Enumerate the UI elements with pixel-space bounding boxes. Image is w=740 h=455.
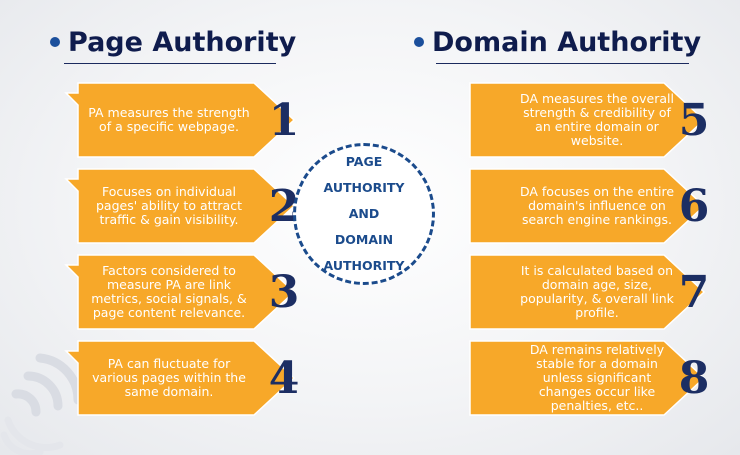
left-arrow-card-shape (64, 340, 296, 416)
center-circle: PAGE AUTHORITY AND DOMAIN AUTHORITY (293, 143, 435, 285)
da-card-text: DA remains relatively stable for a domai… (529, 342, 665, 413)
da-card-5: DA measures the overall strength & credi… (468, 81, 716, 159)
da-card-text: DA measures the overall strength & credi… (520, 91, 674, 148)
pa-card-4: PA can fluctuate for various pages withi… (48, 339, 299, 417)
bullet-dot-icon (414, 37, 424, 47)
center-title-line: AND (348, 206, 380, 221)
right-arrow-card-shape (469, 340, 706, 416)
page-authority-heading: Page Authority (50, 22, 296, 62)
da-card-7: It is calculated based on domain age, si… (468, 253, 716, 331)
pa-card-1: PA measures the strength of a specific w… (48, 81, 299, 159)
pa-card-2: Focuses on individual pages' ability to … (48, 167, 299, 245)
left-arrow-card-shape (64, 82, 296, 158)
da-card-text: It is calculated based on domain age, si… (520, 263, 674, 320)
center-title-line: AUTHORITY (323, 180, 405, 195)
page-authority-heading-text: Page Authority (68, 26, 297, 58)
left-heading-underline (64, 63, 276, 64)
center-title-line: PAGE (345, 154, 383, 169)
da-card-number: 6 (678, 181, 710, 232)
da-card-number: 7 (678, 267, 710, 318)
center-title-line: AUTHORITY (323, 258, 405, 273)
bullet-dot-icon (50, 37, 60, 47)
da-card-number: 8 (678, 353, 710, 404)
da-card-number: 5 (678, 95, 710, 146)
domain-authority-heading-text: Domain Authority (432, 26, 702, 58)
right-arrow-card-shape (469, 254, 706, 330)
pa-card-number: 4 (268, 353, 300, 404)
pa-card-text: Factors considered to measure PA are lin… (91, 263, 247, 320)
left-arrow-card-shape (64, 168, 296, 244)
pa-card-number: 1 (268, 95, 300, 146)
pa-card-text: PA measures the strength of a specific w… (88, 105, 250, 134)
pa-card-number: 3 (268, 267, 300, 318)
da-card-6: DA focuses on the entire domain's influe… (468, 167, 716, 245)
pa-card-text: Focuses on individual pages' ability to … (96, 184, 242, 227)
domain-authority-heading: Domain Authority (414, 22, 701, 62)
right-heading-underline (436, 63, 689, 64)
right-arrow-card-shape (469, 82, 706, 158)
right-arrow-card-shape (469, 168, 706, 244)
pa-card-text: PA can fluctuate for various pages withi… (92, 356, 246, 399)
pa-card-3: Factors considered to measure PA are lin… (48, 253, 299, 331)
left-arrow-card-shape (64, 254, 296, 330)
da-card-8: DA remains relatively stable for a domai… (468, 339, 716, 417)
da-card-text: DA focuses on the entire domain's influe… (519, 184, 675, 227)
center-title: PAGE AUTHORITY AND DOMAIN AUTHORITY (309, 149, 419, 279)
center-title-line: DOMAIN (334, 232, 394, 247)
